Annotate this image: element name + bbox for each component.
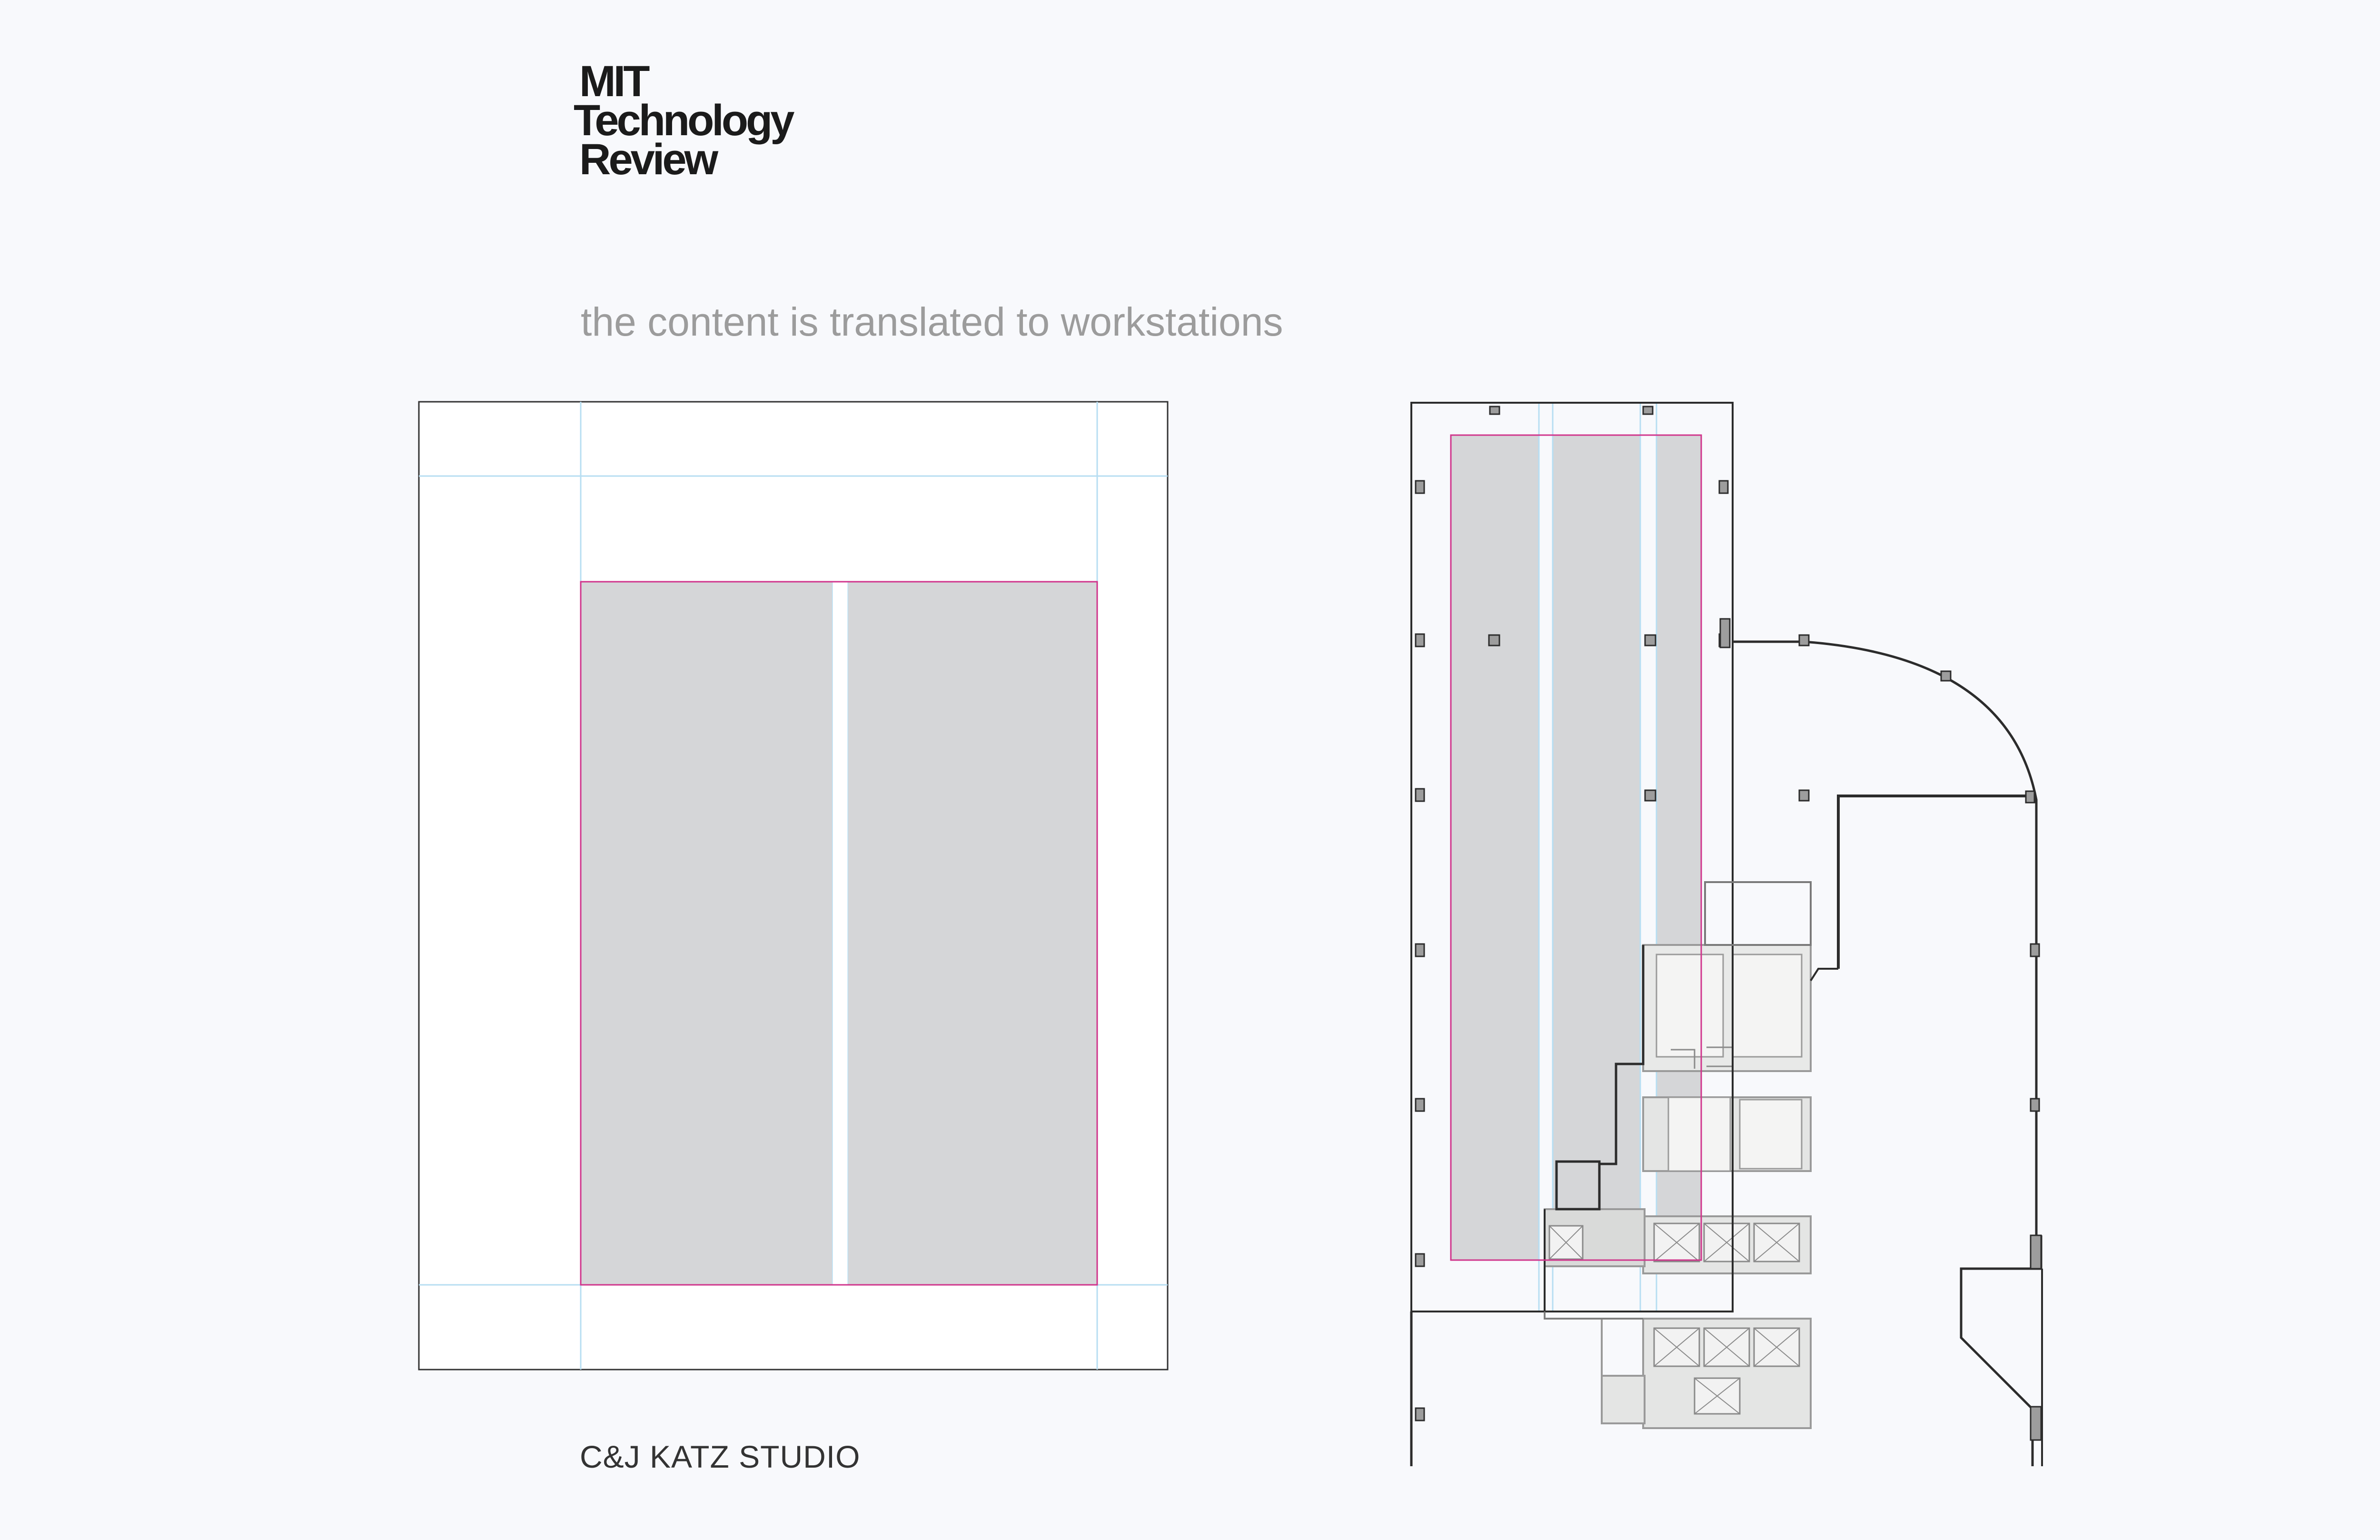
logo-line-review: Review [579,135,718,184]
structural-columns [1415,406,2042,1441]
page-layout-diagram [418,401,1169,1371]
workstation-strip-2 [1553,435,1640,1260]
workstation-zone-border [1450,434,1702,1261]
content-column-right [848,582,1097,1285]
floor-plan-diagram [1410,402,2043,1466]
curved-facade [1733,640,2038,1235]
logo-line-mit: MIT [579,57,650,106]
mit-technology-review-logo: MIT Technology Review [574,57,794,184]
studio-credit: C&J KATZ STUDIO [580,1439,861,1474]
workstation-strip-1 [1451,435,1539,1260]
facade-lower [1960,1235,2043,1466]
content-column-left [581,582,832,1285]
content-area-border [580,581,1098,1286]
elevator-marks [1549,1223,1800,1414]
logo-line-technology: Technology [574,96,794,145]
interior-wall-upper [1837,795,2029,969]
diagram-caption: the content is translated to workstation… [581,299,1283,344]
core-rooms [1656,954,1803,1172]
floor-perimeter [1410,402,1734,1312]
